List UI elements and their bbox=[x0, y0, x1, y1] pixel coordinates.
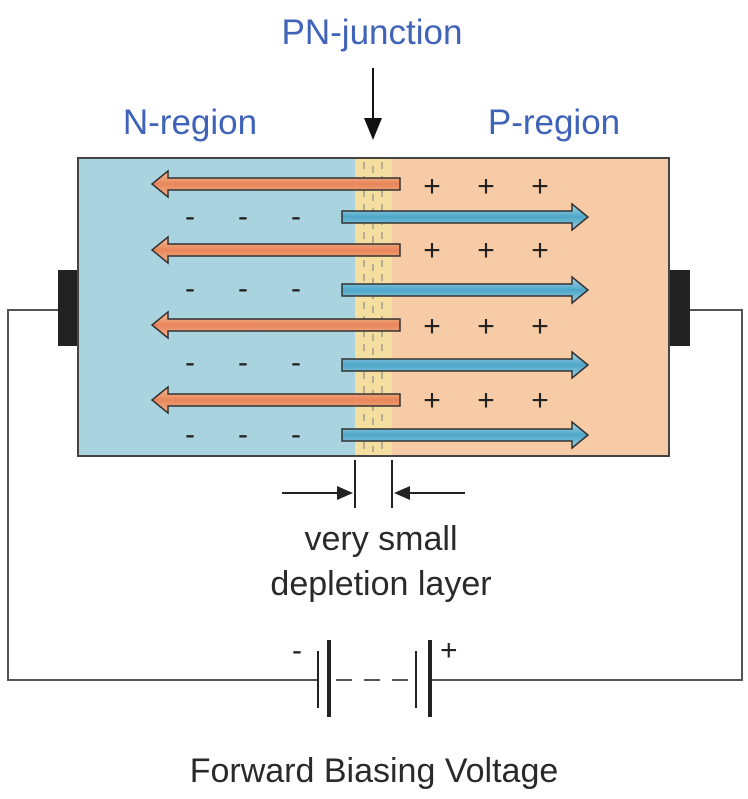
carrier-arrows bbox=[150, 169, 590, 450]
negative-charge: - bbox=[291, 200, 301, 233]
positive-charge: + bbox=[531, 384, 549, 417]
positive-charge: + bbox=[531, 234, 549, 267]
negative-charge: - bbox=[185, 272, 195, 305]
negative-charge: - bbox=[291, 346, 301, 379]
positive-charge: + bbox=[477, 170, 495, 203]
p-region-block bbox=[392, 158, 669, 456]
hole-flow-arrow bbox=[150, 169, 401, 199]
negative-charge: - bbox=[238, 418, 248, 451]
electron-flow-arrow bbox=[341, 420, 590, 450]
device-outline bbox=[77, 157, 670, 457]
p-region-label: P-region bbox=[488, 103, 620, 142]
battery-negative-label: - bbox=[292, 634, 302, 667]
charge-symbols: - - - - - - - - - - - - + + + + + + + + + + + + bbox=[185, 170, 549, 451]
electron-flow-arrow bbox=[341, 350, 590, 380]
positive-charge: + bbox=[531, 170, 549, 203]
positive-charge: + bbox=[477, 234, 495, 267]
positive-charge: + bbox=[477, 310, 495, 343]
positive-charge: + bbox=[423, 310, 441, 343]
positive-charge: + bbox=[531, 310, 549, 343]
positive-charge: + bbox=[423, 234, 441, 267]
battery-symbol bbox=[317, 640, 432, 717]
negative-charge: - bbox=[291, 418, 301, 451]
circuit-wire bbox=[7, 309, 743, 681]
forward-bias-caption: Forward Biasing Voltage bbox=[190, 752, 559, 790]
battery-positive-label: + bbox=[440, 634, 458, 667]
positive-charge: + bbox=[423, 170, 441, 203]
n-region-block bbox=[78, 158, 355, 456]
negative-charge: - bbox=[238, 272, 248, 305]
negative-charge: - bbox=[291, 272, 301, 305]
p-terminal bbox=[668, 270, 690, 346]
hole-flow-arrow bbox=[150, 385, 401, 415]
n-terminal bbox=[58, 270, 80, 346]
positive-charge: + bbox=[423, 384, 441, 417]
n-region-label: N-region bbox=[123, 103, 257, 142]
negative-charge: - bbox=[185, 418, 195, 451]
electron-flow-arrow bbox=[341, 202, 590, 232]
depletion-width-marker bbox=[282, 460, 465, 508]
depletion-caption-line2: depletion layer bbox=[270, 565, 491, 603]
negative-charge: - bbox=[238, 346, 248, 379]
depletion-left-arrowhead bbox=[337, 486, 353, 500]
hole-flow-arrow bbox=[150, 310, 401, 340]
electron-flow-arrow bbox=[341, 275, 590, 305]
negative-charge: - bbox=[185, 346, 195, 379]
hole-flow-arrow bbox=[150, 235, 401, 265]
depletion-right-arrowhead bbox=[394, 486, 410, 500]
negative-charge: - bbox=[238, 200, 248, 233]
depletion-caption-line1: very small bbox=[304, 520, 457, 558]
pn-junction-label: PN-junction bbox=[282, 13, 463, 52]
negative-charge: - bbox=[185, 200, 195, 233]
positive-charge: + bbox=[477, 384, 495, 417]
junction-pointer-arrow bbox=[364, 68, 382, 140]
